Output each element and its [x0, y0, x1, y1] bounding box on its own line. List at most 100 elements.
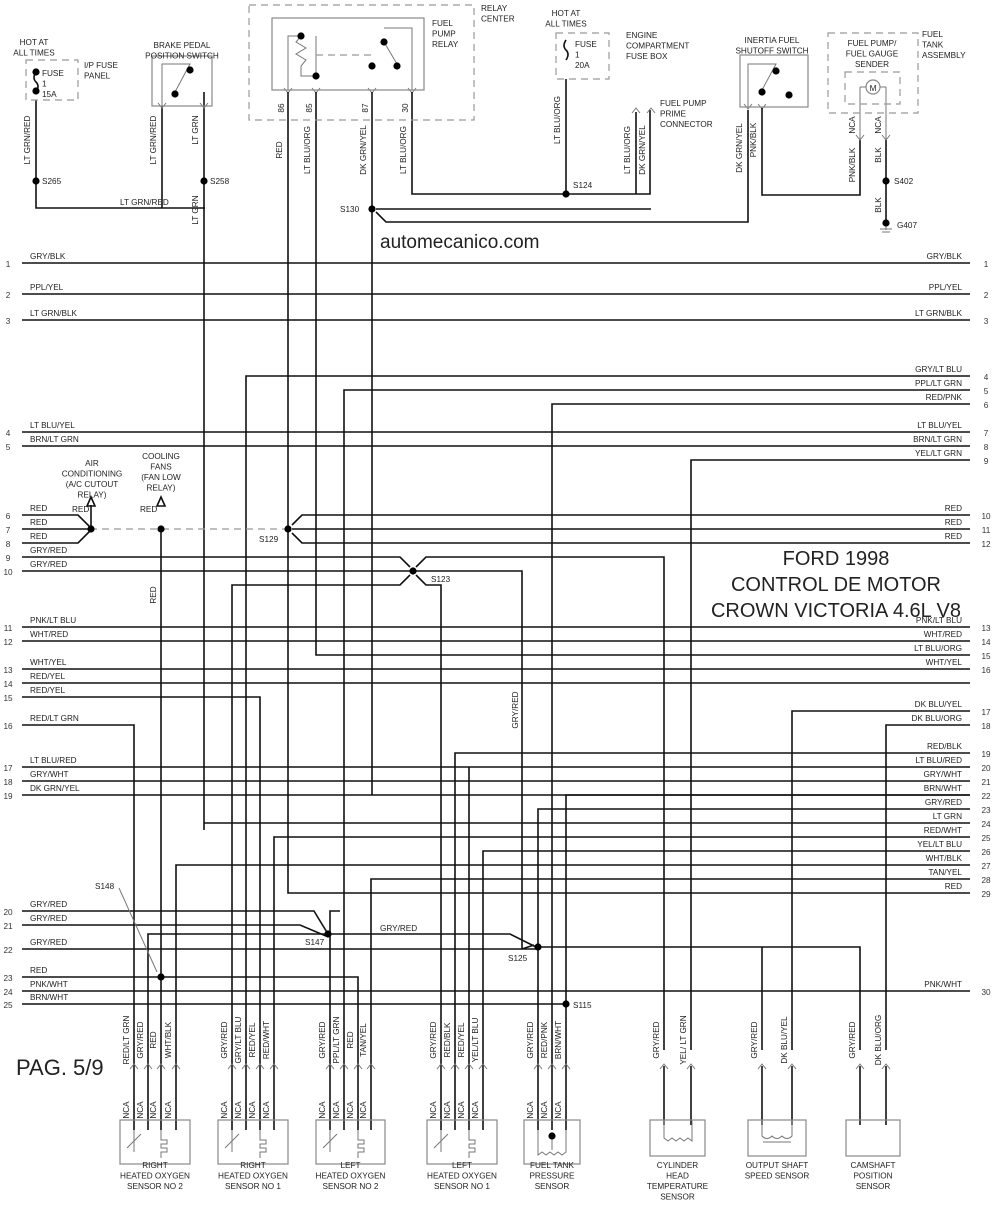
- sensor-name: SENSOR: [535, 1182, 570, 1191]
- left-pin-number: 20: [3, 908, 13, 917]
- s147-wire-label: GRY/RED: [380, 924, 417, 933]
- connector-chevron-icon: [881, 1063, 891, 1070]
- connector-chevron-icon: [241, 1063, 251, 1070]
- splice-dot: [87, 525, 95, 533]
- splice-label-s124: S124: [573, 181, 593, 190]
- right-pin-number: 6: [984, 401, 989, 410]
- right-pin-number: 24: [981, 820, 991, 829]
- connector-chevron-icon: [171, 1063, 181, 1070]
- wire-color-label: RED/LT GRN: [122, 1015, 131, 1064]
- sensor-box: [523, 1119, 581, 1165]
- red-8: [22, 530, 91, 544]
- relay-coil-icon: [287, 35, 317, 90]
- left-pin-number: 11: [4, 624, 13, 633]
- ip-fuse-hot-label: HOT AT: [20, 38, 49, 47]
- connector-chevron-icon: [631, 107, 641, 114]
- wire-color-label: NCA: [359, 1101, 368, 1119]
- right-wire-color: LT GRN/BLK: [915, 309, 963, 318]
- fuel-pump-relay-label: PUMP: [432, 30, 456, 39]
- relay-contact-icon: [383, 41, 398, 65]
- left-pin-number: 8: [6, 540, 11, 549]
- s123-rho1: [231, 574, 411, 1066]
- wire-color-label: GRY/RED: [526, 1021, 535, 1058]
- left-wire-color: GRY/BLK: [30, 252, 66, 261]
- sensor-name: HEATED OXYGEN: [120, 1172, 190, 1181]
- s147-to-rho2: [147, 933, 328, 1066]
- left-pin-number: 12: [3, 638, 13, 647]
- wire-color-label: NCA: [318, 1101, 327, 1119]
- ip-fuse-label: FUSE: [42, 69, 64, 78]
- engine-fuse-box: [555, 32, 610, 80]
- left-pin-number: 5: [6, 443, 11, 452]
- oxygen-sensor-icon: [126, 1130, 142, 1152]
- coil-icon: [761, 1120, 793, 1143]
- wire-red-pnk: [551, 403, 970, 1066]
- brake-switch-box: [151, 55, 213, 107]
- left-wire-color: GRY/RED: [30, 938, 67, 947]
- ac-relay-label: (A/C CUTOUT: [66, 480, 119, 489]
- splice-dot: [393, 62, 401, 70]
- left-pin-number: 13: [3, 666, 13, 675]
- connector-chevron-icon: [143, 1063, 153, 1070]
- red-blk-19: [454, 752, 970, 1066]
- relay-85-lt-blu-org: [315, 92, 970, 656]
- s123-lho1: [415, 574, 442, 1066]
- left-wire-color: GRY/RED: [30, 914, 67, 923]
- fuel-pump-relay-label: RELAY: [432, 40, 459, 49]
- right-wire-color: WHT/RED: [924, 630, 962, 639]
- wire-color-label: GRY/RED: [136, 1021, 145, 1058]
- connector-chevron-icon: [450, 1063, 460, 1070]
- right-pin-number: 21: [981, 778, 991, 787]
- ip-fuse-panel-label: PANEL: [84, 72, 111, 81]
- fuse-icon: [563, 39, 569, 61]
- right-wire-color: GRY/LT BLU: [915, 365, 962, 374]
- wire-color-label: NCA: [149, 1101, 158, 1119]
- ground-label-g407: G407: [897, 221, 917, 230]
- right-wire-color: LT GRN: [933, 812, 962, 821]
- splice-label-s258: S258: [210, 177, 230, 186]
- relay-pin-number: 30: [401, 103, 410, 113]
- sensor-box: [119, 1119, 191, 1165]
- wire-color-label: NCA: [848, 116, 857, 134]
- wire-color-label: LT GRN/RED: [149, 115, 158, 164]
- fan-relay-label: (FAN LOW: [141, 473, 181, 482]
- left-wire-color: RED: [30, 504, 47, 513]
- sensor-name: HEATED OXYGEN: [316, 1172, 386, 1181]
- left-wire-color: WHT/RED: [30, 630, 68, 639]
- left-pin-number: 19: [3, 792, 13, 801]
- sender-box: [844, 71, 901, 105]
- relay-pin-number: 87: [361, 103, 370, 113]
- wire-color-label: YEL/LT BLU: [471, 1018, 480, 1063]
- sender-label: FUEL PUMP/: [848, 39, 898, 48]
- wire-color-label: NCA: [248, 1101, 257, 1119]
- fuel-pump-relay-label: FUEL: [432, 19, 453, 28]
- splice-dot: [562, 190, 570, 198]
- sender-leads: [859, 86, 887, 230]
- splice-dot: [758, 88, 766, 96]
- engine-compartment-label: ENGINE: [626, 31, 658, 40]
- sensor-box: [747, 1119, 807, 1157]
- right-pin-number: 7: [984, 429, 989, 438]
- relay-center-box: [248, 4, 475, 121]
- s125-in: [521, 944, 535, 950]
- splice-dot: [324, 930, 332, 938]
- sensor-name: RIGHT: [142, 1161, 167, 1170]
- wire-color-label: YEL/ LT GRN: [679, 1015, 688, 1064]
- wire-color-label: WHT/BLK: [164, 1021, 173, 1058]
- relay-center-label: CENTER: [481, 15, 515, 24]
- connector-chevron-icon: [646, 107, 656, 114]
- right-pin-number: 14: [981, 638, 991, 647]
- right-wire-color: GRY/BLK: [927, 252, 963, 261]
- left-pin-number: 23: [3, 974, 13, 983]
- red-6: [22, 514, 91, 528]
- gry-red-20: [22, 910, 329, 935]
- ip-fuse-panel-box: [25, 59, 79, 101]
- right-pin-number: 15: [981, 652, 991, 661]
- splice-dot: [562, 1000, 570, 1008]
- sensor-name: LEFT: [340, 1161, 360, 1170]
- heater-icon: [160, 1130, 168, 1158]
- wire-color-label: NCA: [234, 1101, 243, 1119]
- gry-red-23: [537, 808, 970, 1066]
- right-pin-number: 8: [984, 443, 989, 452]
- left-wire-color: LT BLU/YEL: [30, 421, 75, 430]
